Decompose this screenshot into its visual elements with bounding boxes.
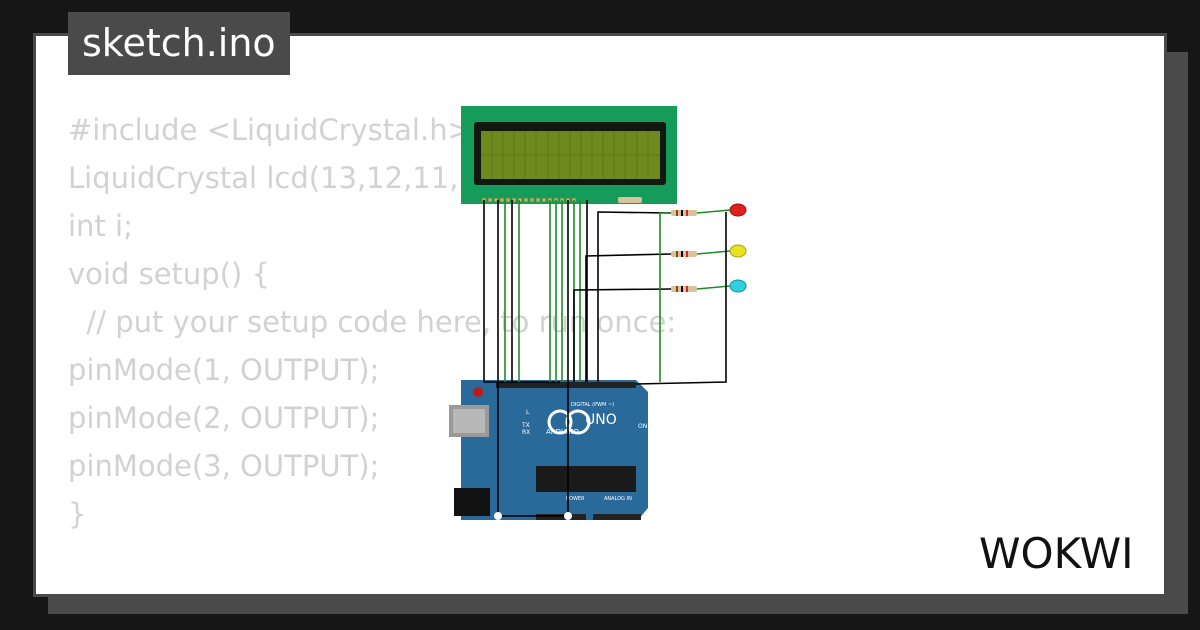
code-preview: #include <LiquidCrystal.h> LiquidCrystal …	[68, 106, 677, 594]
resistor[interactable]	[671, 210, 697, 216]
digital-header-label: DIGITAL (PWM ~)	[571, 402, 614, 408]
code-line: pinMode(2, OUTPUT);	[68, 401, 380, 435]
code-line: pinMode(3, OUTPUT);	[68, 449, 380, 483]
led-cyan[interactable]	[729, 279, 747, 293]
resistor[interactable]	[671, 286, 697, 292]
board-brand-label: ARDUINO	[546, 428, 579, 436]
code-line: void loop() {	[68, 586, 676, 594]
code-line: void setup() {	[68, 257, 270, 291]
filename-tag: sketch.ino	[68, 12, 290, 75]
code-line: int i;	[68, 209, 133, 243]
wokwi-logo: WOKWI	[974, 522, 1154, 582]
on-led-label: ON	[638, 423, 647, 430]
resistor[interactable]	[671, 251, 697, 257]
board-model-label: UNO	[585, 412, 617, 428]
lcd-display[interactable]	[461, 106, 677, 204]
code-line: LiquidCrystal lcd(13,12,11,	[68, 161, 459, 195]
tx-led-label: TX	[521, 422, 530, 429]
power-header-label: POWER	[566, 496, 585, 502]
arduino-uno-board[interactable]: UNO ARDUINO DIGITAL (PWM ~) ON TX RX L P…	[449, 380, 648, 520]
l-led-label: L	[526, 409, 530, 416]
code-line: }	[68, 497, 87, 531]
code-line: #include <LiquidCrystal.h>	[68, 113, 472, 147]
wires	[483, 200, 731, 517]
reset-button	[473, 387, 483, 397]
led-red[interactable]	[729, 203, 747, 217]
analog-header-label: ANALOG IN	[604, 496, 632, 502]
code-line: // put your setup code here, to run once…	[68, 305, 677, 339]
wokwi-logo-text: WOKWI	[979, 529, 1134, 578]
led-yellow[interactable]	[729, 244, 747, 258]
rx-led-label: RX	[522, 429, 530, 436]
code-line: pinMode(1, OUTPUT);	[68, 353, 380, 387]
